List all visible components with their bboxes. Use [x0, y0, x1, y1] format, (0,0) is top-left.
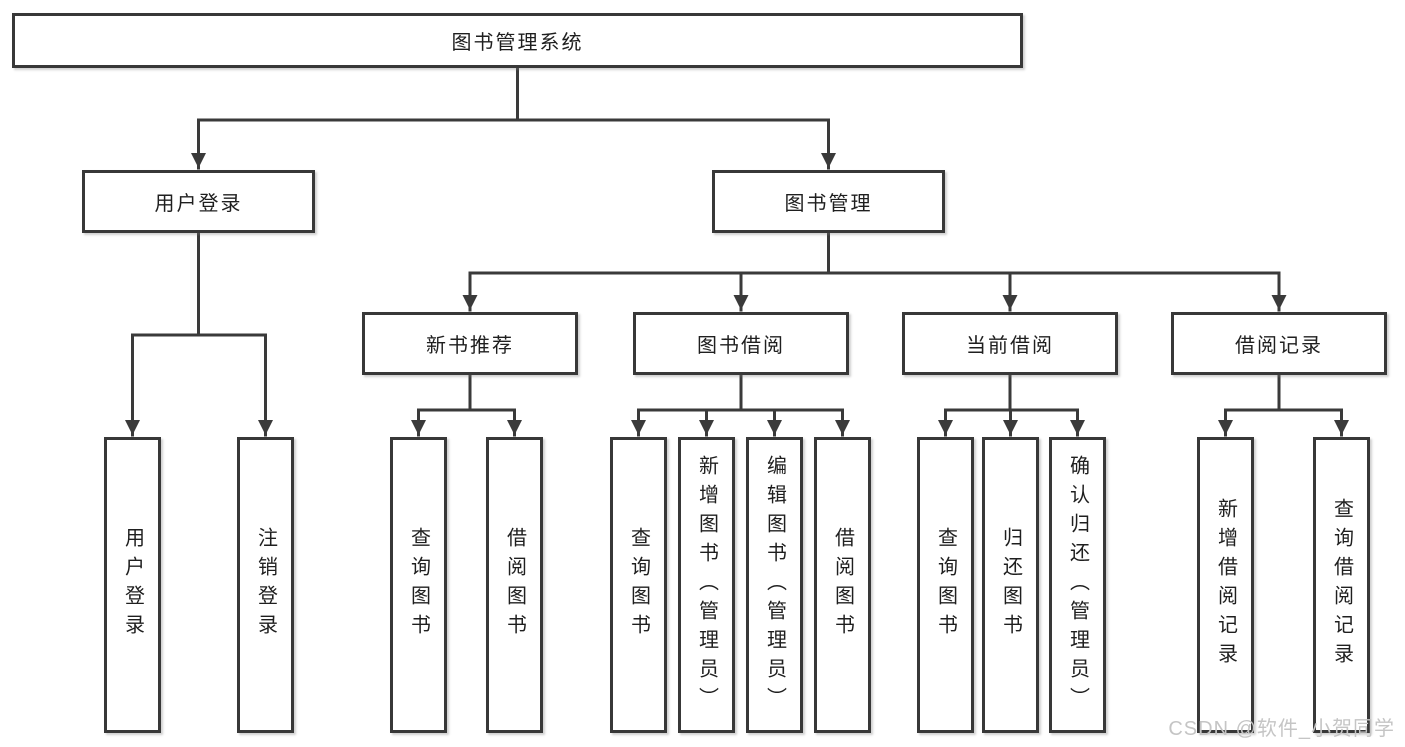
node-label: 查询借阅记录 [1330, 498, 1353, 672]
node-leaf-newbook-query: 查询图书 [390, 437, 447, 733]
node-label: 新增借阅记录 [1214, 498, 1237, 672]
node-label: 借阅图书 [831, 527, 854, 643]
node-leaf-borrow-query: 查询图书 [610, 437, 667, 733]
node-leaf-current-return: 归还图书 [982, 437, 1039, 733]
node-label: 查询图书 [407, 527, 430, 643]
node-label: 图书借阅 [697, 335, 785, 357]
node-leaf-borrow-add: 新增图书（管理员） [678, 437, 735, 733]
node-label: 查询图书 [627, 527, 650, 643]
node-label: 图书管理系统 [451, 32, 584, 54]
node-label: 借阅图书 [503, 527, 526, 643]
csdn-watermark: CSDN @软件_小贺同学 [1168, 718, 1395, 740]
node-leaf-current-query: 查询图书 [917, 437, 974, 733]
node-leaf-borrow-borrow: 借阅图书 [814, 437, 871, 733]
node-label: 归还图书 [999, 527, 1022, 643]
node-leaf-records-query: 查询借阅记录 [1313, 437, 1370, 733]
node-label: 查询图书 [934, 527, 957, 643]
node-new-book-recommend: 新书推荐 [362, 312, 578, 375]
node-leaf-borrow-edit: 编辑图书（管理员） [746, 437, 803, 733]
node-label: 图书管理 [784, 193, 873, 215]
node-leaf-newbook-borrow: 借阅图书 [486, 437, 543, 733]
node-borrow-records: 借阅记录 [1171, 312, 1387, 375]
node-label: 借阅记录 [1235, 335, 1323, 357]
node-user-login: 用户登录 [82, 170, 315, 233]
node-root: 图书管理系统 [12, 13, 1023, 68]
node-label: 注销登录 [254, 527, 277, 643]
node-book-management: 图书管理 [712, 170, 945, 233]
node-label: 用户登录 [154, 193, 243, 215]
node-label: 当前借阅 [966, 335, 1054, 357]
node-leaf-logout: 注销登录 [237, 437, 294, 733]
node-leaf-records-add: 新增借阅记录 [1197, 437, 1254, 733]
node-label: 新书推荐 [426, 335, 514, 357]
node-current-borrow: 当前借阅 [902, 312, 1118, 375]
node-label: 编辑图书（管理员） [763, 454, 786, 716]
node-label: 确认归还（管理员） [1066, 454, 1089, 716]
node-leaf-login-user: 用户登录 [104, 437, 161, 733]
node-label: 用户登录 [121, 527, 144, 643]
node-leaf-current-confirm: 确认归还（管理员） [1049, 437, 1106, 733]
node-book-borrow: 图书借阅 [633, 312, 849, 375]
node-label: 新增图书（管理员） [695, 454, 718, 716]
